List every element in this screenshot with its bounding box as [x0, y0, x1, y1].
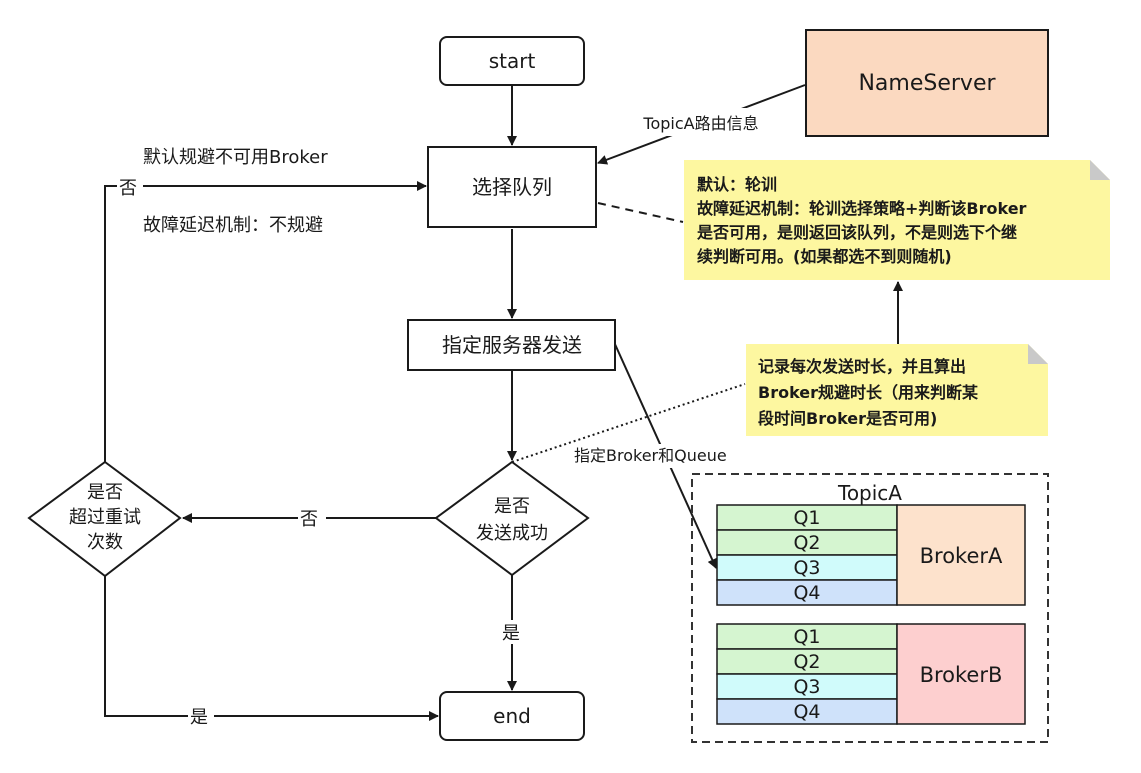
queue-cell — [716, 648, 898, 675]
note-queue-strategy: 默认：轮训 故障延迟机制：轮训选择策略+判断该Broker 是否可用，是则返回该… — [684, 160, 1110, 280]
note1-line2: 故障延迟机制：轮训选择策略+判断该Broker — [697, 199, 1027, 218]
topic-name: TopicA — [837, 481, 902, 505]
queue-cell — [716, 623, 898, 650]
queue-label: Q1 — [793, 507, 820, 529]
send-label: 指定服务器发送 — [442, 333, 582, 357]
dotted-link-decision-note2 — [511, 383, 746, 463]
nameserver-label: NameServer — [858, 71, 996, 96]
topic-route-label: TopicA路由信息 — [642, 114, 758, 133]
success-yes-label: 是 — [502, 623, 520, 644]
fault-delay-label: 故障延迟机制：不规避 — [143, 215, 323, 236]
retry-label-line3: 次数 — [87, 532, 123, 553]
note2-line2: Broker规避时长（用来判断某 — [758, 383, 979, 402]
send-node: 指定服务器发送 — [407, 319, 616, 371]
note1-line4: 续判断可用。(如果都选不到则随机) — [697, 247, 952, 266]
queue-label: Q3 — [793, 676, 820, 698]
retry-label-line2: 超过重试 — [69, 507, 141, 528]
queue-label: Q4 — [793, 701, 820, 723]
select-queue-label: 选择队列 — [472, 175, 552, 199]
start-node: start — [439, 36, 585, 86]
edge-retry-no-loop — [104, 181, 427, 462]
success-no-label: 否 — [300, 509, 318, 530]
end-label: end — [493, 704, 531, 728]
end-node: end — [439, 691, 585, 741]
nameserver-node: NameServer — [805, 29, 1049, 137]
default-avoid-label: 默认规避不可用Broker — [143, 147, 328, 168]
edge-retry-yes-to-end — [104, 576, 439, 721]
broker-label: BrokerA — [920, 544, 1003, 568]
queue-label: Q2 — [793, 651, 820, 673]
start-label: start — [489, 49, 536, 73]
queue-label: Q3 — [793, 557, 820, 579]
note1-line3: 是否可用，是则返回该队列，不是则选下个继 — [696, 223, 1017, 242]
topic-container: TopicA — [691, 473, 1049, 743]
select-queue-node: 选择队列 — [427, 146, 597, 228]
send-success-decision: 是否 发送成功 — [434, 460, 590, 577]
broker-box — [896, 504, 1026, 606]
queue-cell — [716, 579, 898, 606]
queue-label: Q1 — [793, 626, 820, 648]
queue-cell — [716, 673, 898, 700]
note2-line3: 段时间Broker是否可用) — [758, 409, 937, 428]
assign-broker-queue-label: 指定Broker和Queue — [574, 446, 727, 465]
note-send-duration: 记录每次发送时长，并且算出 Broker规避时长（用来判断某 段时间Broker… — [746, 344, 1048, 436]
queue-label: Q2 — [793, 532, 820, 554]
broker-box — [896, 623, 1026, 725]
note2-line1: 记录每次发送时长，并且算出 — [758, 357, 966, 376]
queue-cell — [716, 698, 898, 725]
success-label-line2: 发送成功 — [476, 523, 548, 544]
retry-yes-label: 是 — [190, 707, 208, 728]
queue-label: Q4 — [793, 582, 820, 604]
note1-line1: 默认：轮训 — [697, 175, 777, 194]
queue-cell — [716, 529, 898, 556]
queue-cell — [716, 554, 898, 581]
success-label-line1: 是否 — [494, 496, 530, 517]
retry-label-line1: 是否 — [87, 482, 123, 503]
loop-no-label: 否 — [119, 178, 137, 199]
broker-label: BrokerB — [920, 663, 1003, 687]
retry-decision: 是否 超过重试 次数 — [27, 460, 182, 578]
dashed-link-select-note1 — [597, 202, 684, 223]
